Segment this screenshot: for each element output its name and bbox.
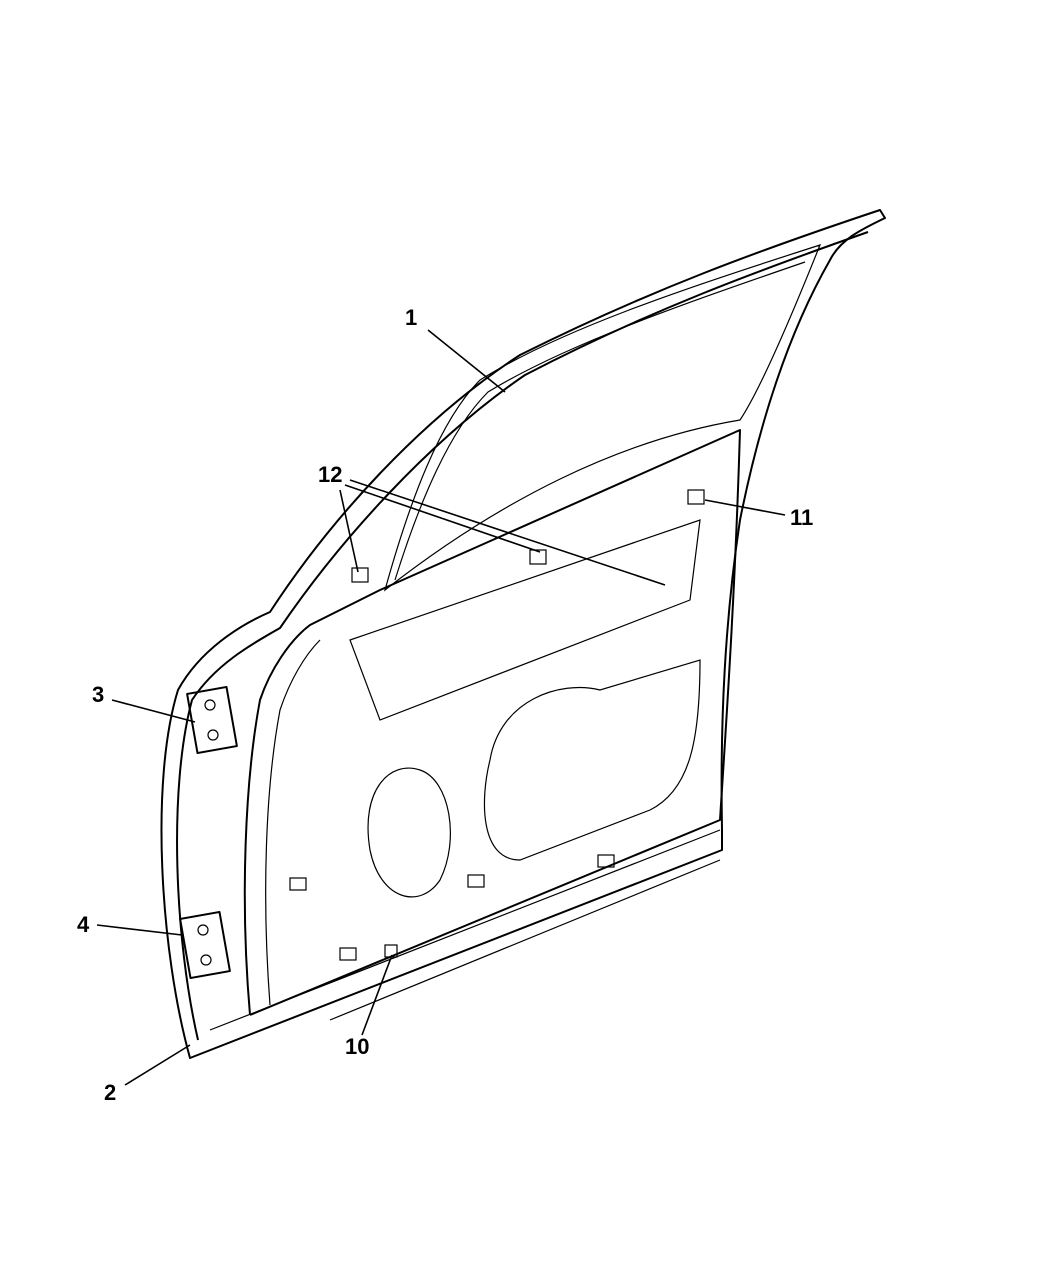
callout-4: 4 <box>77 912 90 937</box>
callout-12: 12 <box>318 462 343 487</box>
leader-lines <box>96 329 786 1086</box>
callout-10: 10 <box>345 1034 370 1059</box>
hinge-upper <box>186 685 238 755</box>
callout-1: 1 <box>405 305 418 330</box>
door-outline <box>160 209 886 1059</box>
hinge-lower <box>179 910 231 980</box>
callout-11: 11 <box>790 505 814 530</box>
plugs <box>289 489 705 961</box>
callout-3: 3 <box>92 682 105 707</box>
callout-2: 2 <box>104 1080 117 1105</box>
